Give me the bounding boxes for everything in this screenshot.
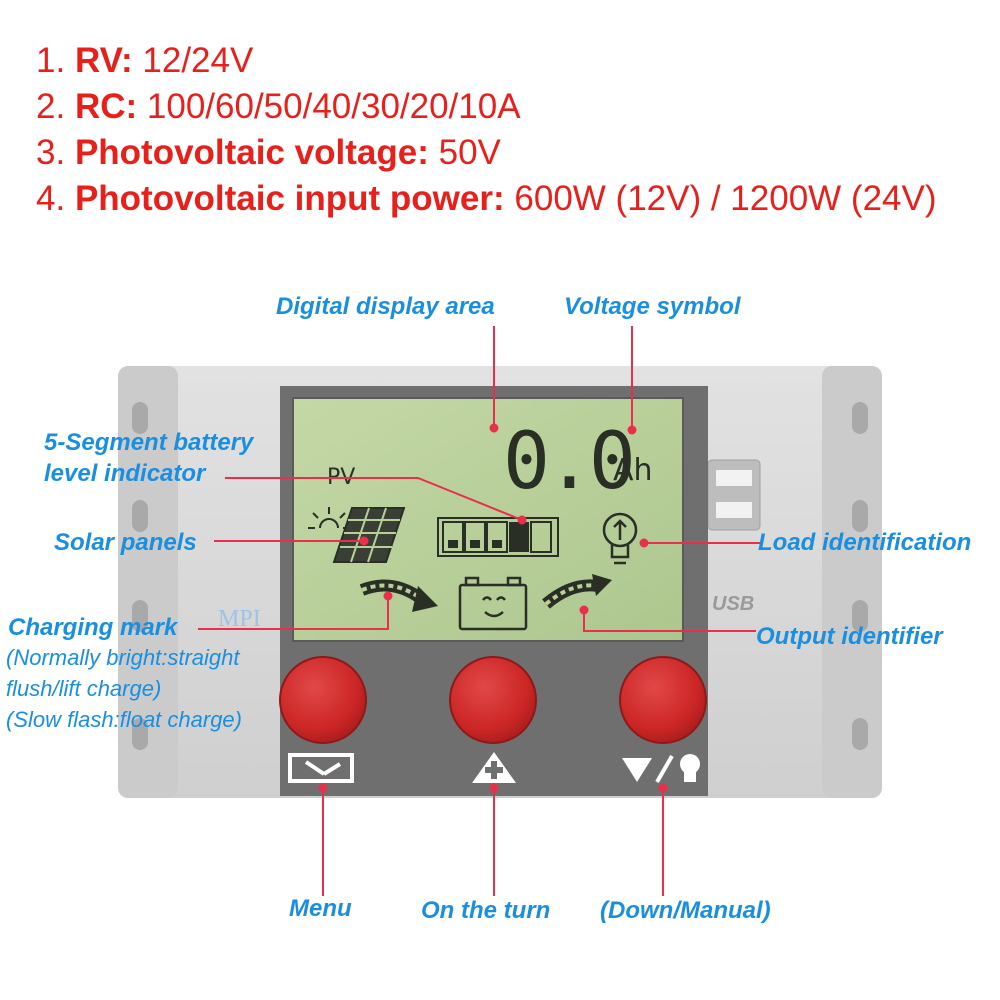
spec-rv: 1. RV: 12/24V — [36, 38, 937, 84]
spec-label: RC: — [74, 87, 138, 126]
battery-segment — [486, 521, 508, 553]
spec-rc: 2. RC: 100/60/50/40/30/20/10A — [36, 84, 937, 130]
callout-charging-note-2: flush/lift charge) — [6, 676, 162, 701]
callout-load-identification: Load identification — [758, 529, 972, 556]
callout-charging-note-3: (Slow flash:float charge) — [6, 707, 242, 732]
solar-panel-icon — [332, 507, 406, 563]
leader-lines — [198, 326, 760, 896]
down-manual-button[interactable] — [619, 656, 707, 744]
up-plus-icon — [472, 752, 516, 783]
battery-segment — [464, 521, 486, 553]
callout-on-the-turn: On the turn — [421, 897, 551, 924]
usb-label: USB — [712, 593, 754, 615]
callout-digital-display-area: Digital display area — [276, 293, 495, 320]
lcd-screen: 0.0 Ah PV — [292, 397, 684, 642]
spec-value: 600W (12V) / 1200W (24V) — [514, 179, 937, 218]
menu-button[interactable] — [279, 656, 367, 744]
usb-ports: USB — [707, 459, 761, 615]
spec-number: 2. — [36, 87, 66, 126]
spec-pv-power: 4. Photovoltaic input power: 600W (12V) … — [36, 176, 937, 222]
spec-label: Photovoltaic voltage: — [74, 133, 429, 172]
callout-solar-panels: Solar panels — [54, 529, 197, 556]
callout-charging-note-1: (Normally bright:straight — [6, 645, 240, 670]
callout-battery-indicator-line1: 5-Segment battery — [44, 429, 254, 456]
battery-level-indicator — [437, 517, 559, 557]
spec-value: 50V — [438, 133, 501, 172]
output-arrow-icon — [542, 574, 612, 609]
callout-menu: Menu — [289, 895, 352, 922]
battery-segment — [530, 521, 552, 553]
callout-down-manual: (Down/Manual) — [600, 897, 771, 924]
battery-face-icon — [458, 576, 528, 631]
lightbulb-icon — [602, 512, 638, 565]
brand-logo: MPI — [218, 606, 261, 632]
spec-label: RV: — [74, 41, 133, 80]
spec-number: 3. — [36, 133, 66, 172]
battery-segment — [442, 521, 464, 553]
charging-arrow-icon — [359, 579, 438, 612]
lcd-unit: Ah — [613, 453, 653, 488]
spec-number: 4. — [36, 179, 66, 218]
spec-number: 1. — [36, 41, 66, 80]
spec-label: Photovoltaic input power: — [74, 179, 505, 218]
up-button[interactable] — [449, 656, 537, 744]
menu-icon — [288, 753, 354, 783]
spec-pv-voltage: 3. Photovoltaic voltage: 50V — [36, 130, 937, 176]
down-manual-icon — [622, 754, 700, 783]
spec-value: 12/24V — [142, 41, 254, 80]
spec-value: 100/60/50/40/30/20/10A — [146, 87, 521, 126]
callout-battery-indicator-line2: level indicator — [44, 460, 206, 487]
callout-output-identifier: Output identifier — [756, 623, 943, 650]
callout-charging-mark: Charging mark — [8, 614, 178, 641]
spec-list: 1. RV: 12/24V 2. RC: 100/60/50/40/30/20/… — [36, 38, 937, 222]
callout-voltage-symbol: Voltage symbol — [564, 293, 741, 320]
battery-segment — [509, 522, 529, 552]
lcd-reading: 0.0 — [503, 417, 632, 507]
